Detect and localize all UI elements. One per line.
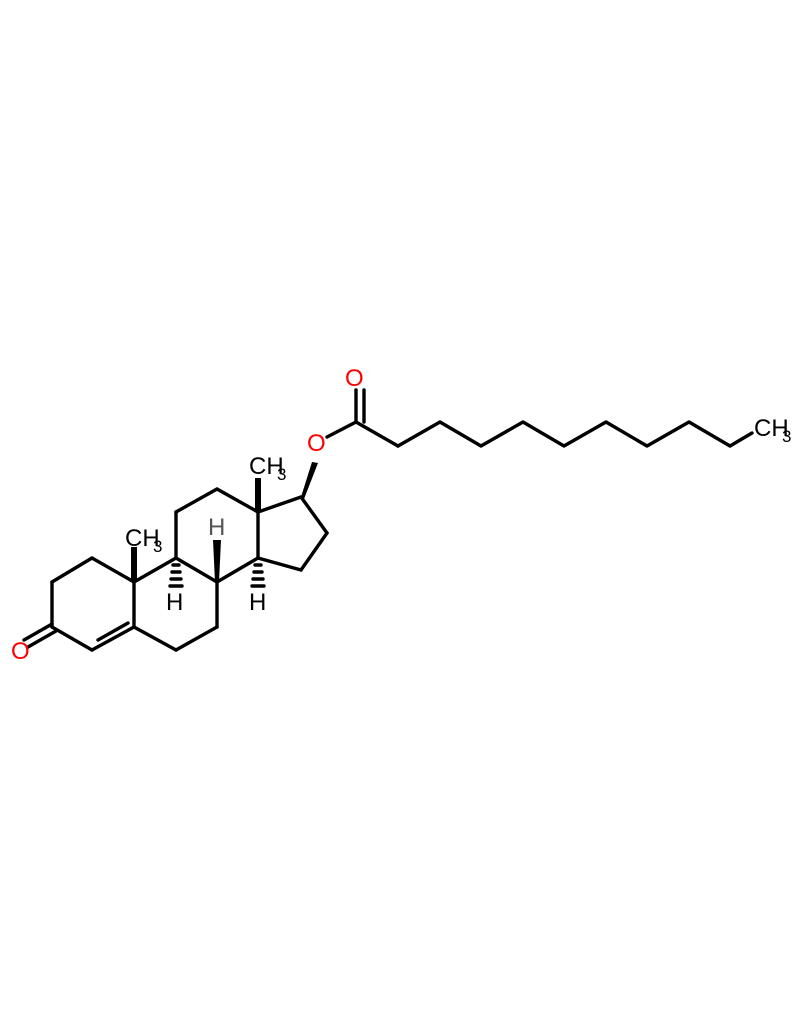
svg-text:3: 3 bbox=[153, 537, 162, 556]
c10-methyl-wedge bbox=[131, 547, 137, 582]
terminal-methyl-label: CH 3 bbox=[754, 415, 791, 446]
ester-oxygen-label: O bbox=[307, 430, 326, 457]
c3-oxygen-label: O bbox=[11, 638, 30, 665]
c13-methyl-wedge bbox=[255, 478, 261, 512]
c9-hydrogen-label: H bbox=[166, 589, 183, 616]
c10-methyl-label: CH 3 bbox=[125, 525, 162, 556]
undecanoyl-chain bbox=[396, 420, 754, 448]
c14-hydrogen-label: H bbox=[249, 589, 266, 616]
c17-oxygen-wedge bbox=[301, 462, 318, 499]
c8-h-wedge bbox=[213, 540, 221, 582]
svg-text:CH: CH bbox=[754, 415, 789, 442]
svg-text:3: 3 bbox=[782, 427, 791, 446]
ester-and-chain bbox=[325, 388, 754, 448]
svg-text:CH: CH bbox=[249, 453, 284, 480]
c14-h-hash bbox=[250, 563, 266, 588]
c13-methyl-label: CH 3 bbox=[249, 453, 286, 484]
hashed-bonds bbox=[168, 563, 266, 588]
ring-b-bonds bbox=[132, 556, 219, 652]
ring-c-bonds bbox=[174, 487, 260, 584]
c4-c5-double-bond-inner bbox=[96, 621, 130, 642]
atom-labels: O O O CH 3 CH 3 CH 3 H H H bbox=[11, 365, 791, 665]
ring-a-bonds bbox=[50, 556, 136, 652]
c9-h-hash bbox=[168, 563, 184, 588]
ring-d-bonds bbox=[256, 495, 329, 572]
svg-text:CH: CH bbox=[125, 525, 160, 552]
ketone-group bbox=[22, 622, 58, 649]
stereo-wedges bbox=[131, 462, 318, 582]
c8-hydrogen-label: H bbox=[208, 514, 225, 541]
ester-carbonyl-oxygen-label: O bbox=[345, 365, 364, 392]
svg-text:3: 3 bbox=[277, 465, 286, 484]
